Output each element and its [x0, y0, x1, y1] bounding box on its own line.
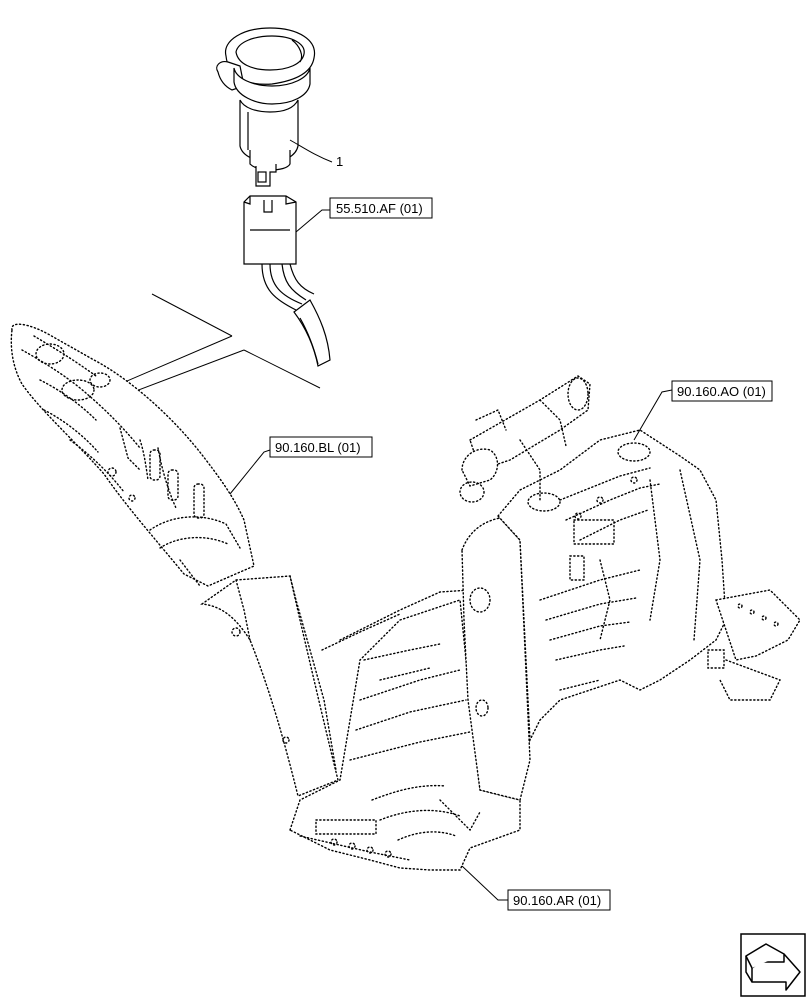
- right-console: [459, 375, 801, 801]
- power-socket: [216, 27, 316, 187]
- callout-cab-ao[interactable]: 90.160.AO (01): [633, 380, 773, 441]
- connector-ref-label[interactable]: 55.510.AF (01): [336, 201, 423, 216]
- panel-bl-ref-label[interactable]: 90.160.BL (01): [275, 440, 361, 455]
- callout-item-1: 1: [289, 139, 343, 169]
- left-side-panel: [10, 323, 255, 587]
- floor-ar-ref-label[interactable]: 90.160.AR (01): [513, 893, 601, 908]
- floor-platform: [200, 575, 521, 871]
- callout-floor-ar[interactable]: 90.160.AR (01): [461, 865, 611, 911]
- item-1-label: 1: [336, 154, 343, 169]
- callout-connector[interactable]: 55.510.AF (01): [295, 197, 433, 233]
- connector-harness: [243, 195, 331, 367]
- next-page-arrow-icon[interactable]: [740, 933, 806, 997]
- cab-ao-ref-label[interactable]: 90.160.AO (01): [677, 384, 766, 399]
- callout-panel-bl[interactable]: 90.160.BL (01): [229, 436, 373, 495]
